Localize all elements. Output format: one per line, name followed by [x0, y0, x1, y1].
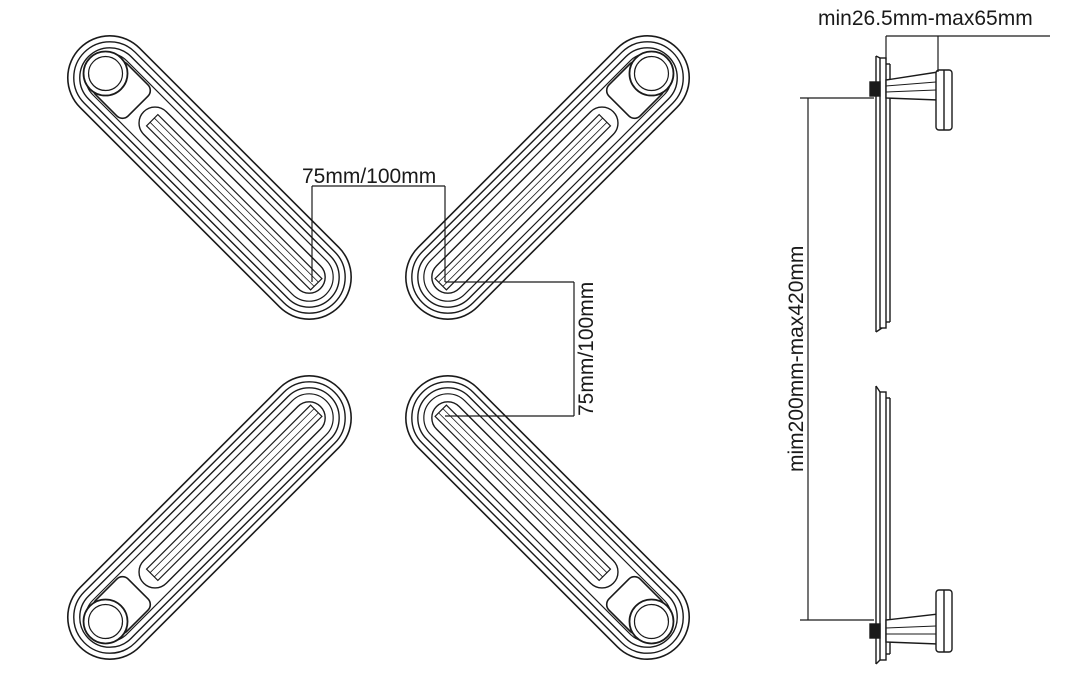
bracket-arm-bottom-right	[387, 357, 708, 674]
side-view-bottom-bracket	[869, 385, 953, 665]
vertical-dimension	[445, 281, 575, 417]
vertical-spacing-label: 75mm/100mm	[575, 281, 598, 416]
bracket-arm-bottom-left	[49, 357, 370, 674]
depth-range-label: min26.5mm-max65mm	[818, 7, 1033, 30]
horizontal-dimension	[311, 185, 446, 282]
depth-dimension	[885, 35, 1050, 72]
height-dimension	[800, 97, 874, 621]
side-view-top-bracket	[869, 55, 953, 333]
height-range-label: mim200mm-max420mm	[785, 245, 808, 472]
horizontal-spacing-label: 75mm/100mm	[302, 165, 437, 188]
